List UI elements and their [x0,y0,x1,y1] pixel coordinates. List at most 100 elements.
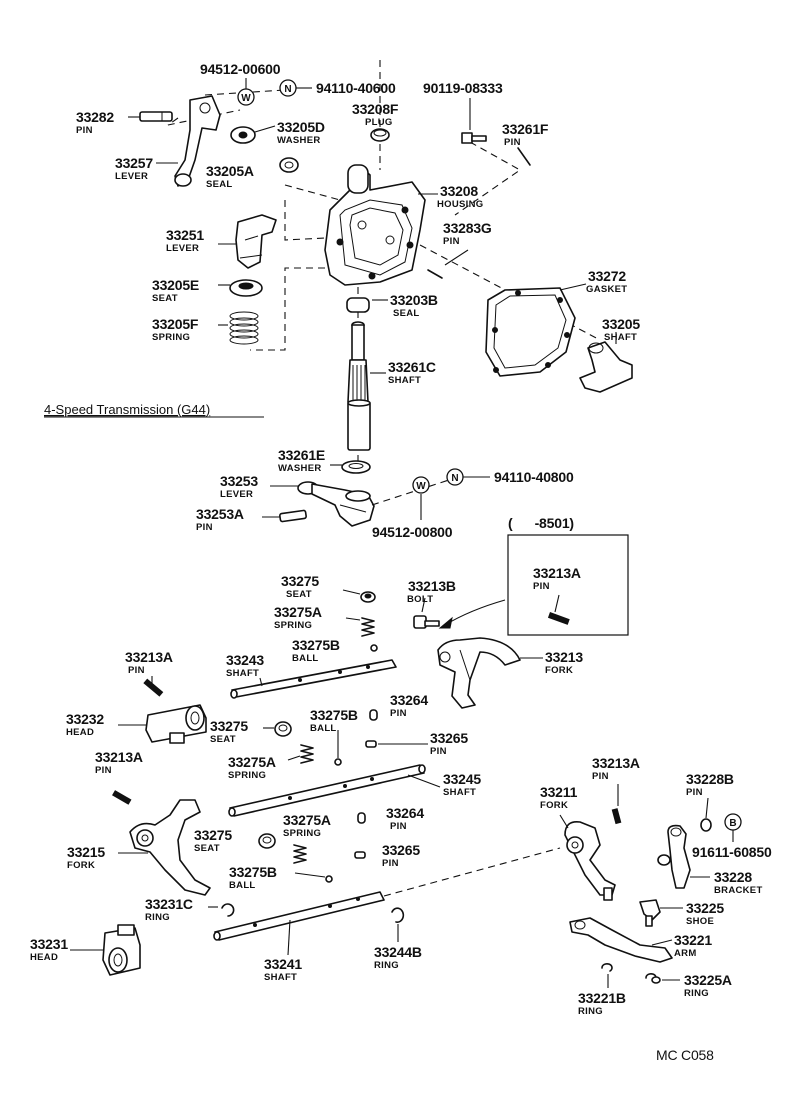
svg-text:SHAFT: SHAFT [264,972,297,983]
svg-text:PIN: PIN [390,708,407,719]
inset-label: ( -8501) [508,515,574,531]
label-33241: 33241 [264,956,302,972]
bolt-33213B [413,615,440,629]
pin-33264-top [369,709,378,721]
label-94512-00800: 94512-00800 [372,524,453,540]
svg-text:FORK: FORK [67,860,95,871]
svg-text:FORK: FORK [540,800,568,811]
label-33253: 33253 [220,473,258,489]
svg-text:PIN: PIN [95,765,112,776]
svg-text:PIN: PIN [390,821,407,832]
svg-text:SEAT: SEAT [210,734,236,745]
svg-text:FORK: FORK [545,665,573,676]
head-33231 [102,924,141,976]
bolt-91611-60850: B [724,813,742,831]
shoe-33225 [639,899,661,927]
label-33253A: 33253A [196,506,244,522]
label-33272: 33272 [588,268,626,284]
label-33275B-top: 33275B [292,637,340,653]
svg-text:RING: RING [145,912,170,923]
label-33275A-low: 33275A [283,812,331,828]
pin-33228B [700,818,712,832]
lever-33251 [235,214,277,269]
label-33275A-mid: 33275A [228,754,276,770]
svg-text:RING: RING [578,1006,603,1017]
label-94110-40600: 94110-40600 [316,80,396,96]
svg-text:ARM: ARM [674,948,697,959]
label-33243: 33243 [226,652,264,668]
svg-text:B: B [729,818,736,829]
label-94110-40800: 94110-40800 [494,469,574,485]
svg-text:GASKET: GASKET [586,284,627,295]
svg-text:N: N [451,473,458,484]
svg-text:HEAD: HEAD [66,727,94,738]
seat-33275-low [258,833,276,849]
svg-text:SPRING: SPRING [274,620,312,631]
ring-33221B [601,963,613,972]
bolt-90119-08333 [461,132,487,144]
label-33213A-mid: 33213A [95,749,143,765]
spring-33205F [229,311,259,345]
fork-33213 [437,637,521,709]
label-33221: 33221 [674,932,712,948]
label-33228: 33228 [714,869,752,885]
ball-33275B-top [370,644,378,652]
label-33208: 33208 [440,183,478,199]
label-94512-00600: 94512-00600 [200,61,281,77]
label-33232: 33232 [66,711,104,727]
label-33213A-inset: 33213A [533,565,581,581]
svg-text:PIN: PIN [686,787,703,798]
seat-33275-mid [274,721,292,737]
label-33264-low: 33264 [386,805,424,821]
svg-text:WASHER: WASHER [278,463,322,474]
svg-text:RING: RING [374,960,399,971]
svg-text:SEAT: SEAT [286,589,312,600]
svg-text:SPRING: SPRING [283,828,321,839]
lever-33253 [297,481,375,527]
head-33232 [145,704,207,744]
svg-text:BALL: BALL [292,653,319,664]
label-33228B: 33228B [686,771,734,787]
label-33282: 33282 [76,109,114,125]
svg-text:SPRING: SPRING [152,332,190,343]
svg-text:PIN: PIN [128,665,145,676]
svg-text:WASHER: WASHER [277,135,321,146]
pin-33264-low [357,812,366,824]
shaft-33205 [579,341,633,393]
ring-33231C [221,903,235,917]
label-33245: 33245 [443,771,481,787]
label-33265-low: 33265 [382,842,420,858]
pin-33213A-left [143,678,164,697]
svg-text:PIN: PIN [504,137,521,148]
svg-text:PIN: PIN [592,771,609,782]
svg-text:PIN: PIN [382,858,399,869]
svg-text:BRACKET: BRACKET [714,885,763,896]
ball-33275B-mid [334,758,342,766]
label-33275A-top: 33275A [274,604,322,620]
label-33205: 33205 [602,316,640,332]
label-91611-60850: 91611-60850 [692,844,772,860]
inset-box [507,534,629,636]
label-33211: 33211 [540,784,578,800]
label-33205D: 33205D [277,119,325,135]
footer-code: MC C058 [656,1047,714,1063]
label-33225A: 33225A [684,972,732,988]
washer-33205D [230,126,256,144]
label-33261F: 33261F [502,121,549,137]
label-33261C: 33261C [388,359,436,375]
svg-text:SEAT: SEAT [194,843,220,854]
nut-94110-40600: N [279,79,297,97]
svg-text:PIN: PIN [76,125,93,136]
gasket-33272 [485,287,576,377]
washer-94512-00600: W [237,88,255,106]
svg-text:SHAFT: SHAFT [226,668,259,679]
label-33208F: 33208F [352,101,399,117]
seat-33275-top [360,591,376,603]
spring-33275A-mid [300,744,314,764]
svg-text:HEAD: HEAD [30,952,58,963]
svg-text:SPRING: SPRING [228,770,266,781]
svg-text:N: N [284,84,291,95]
svg-text:SEAL: SEAL [206,179,233,190]
